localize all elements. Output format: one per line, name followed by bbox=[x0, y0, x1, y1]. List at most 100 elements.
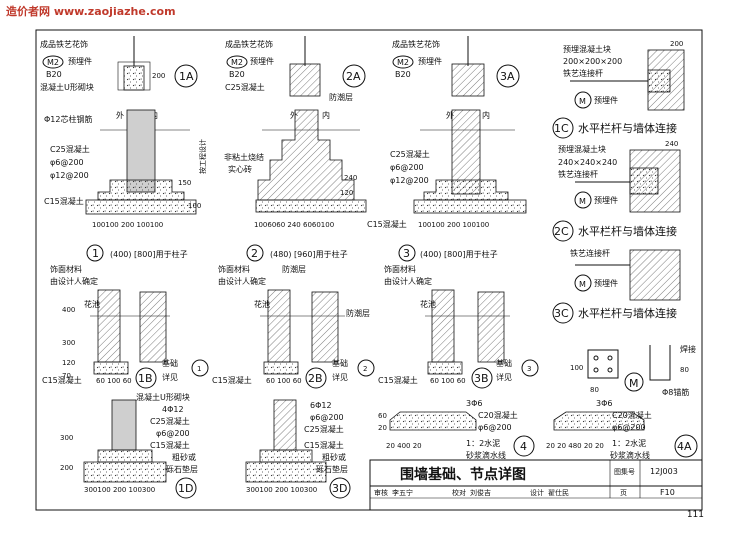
detail-1B: 饰面材料 由设计人确定 花池 400 300 120 70 C15混凝土 60 … bbox=[42, 264, 209, 389]
d1C-dim: 200 bbox=[670, 40, 683, 48]
d3B-tag: 3B bbox=[474, 372, 489, 385]
d1-bar: Φ12芯柱钢筋 bbox=[44, 114, 92, 124]
d2-num: 2 bbox=[251, 247, 258, 260]
dM-d80b: 80 bbox=[680, 366, 689, 374]
detail-3D: 6Φ12 φ6@200 C25混凝土 C15混凝土 粗砂或 砾石垫层 30010… bbox=[245, 399, 351, 499]
d3-dims: 100100 200 100100 bbox=[418, 221, 489, 229]
d4-d20: 20 bbox=[378, 424, 387, 432]
d2A-b20: B20 bbox=[229, 70, 245, 79]
d4A-dims: 20 20 480 20 20 bbox=[546, 442, 604, 450]
d1-design: 按工程设计 bbox=[198, 139, 207, 174]
d2B-refdetail: 详见 bbox=[332, 372, 348, 382]
d2B-flower: 花池 bbox=[254, 299, 270, 309]
d2-d120: 120 bbox=[340, 189, 353, 197]
d3D-s1: φ6@200 bbox=[310, 413, 344, 422]
d2A-tag: 2A bbox=[346, 70, 361, 83]
checker: 刘俊吉 bbox=[470, 488, 491, 497]
detail-1A: 成品铁艺花饰 M2 B20 预埋件 混凝土U形砌块 200 1A bbox=[40, 36, 198, 92]
d1D-d200: 200 bbox=[60, 464, 73, 472]
d3B-dims: 60 100 60 bbox=[430, 377, 466, 385]
d2C-embed2: 240×240×240 bbox=[558, 158, 617, 167]
dM-d80: 80 bbox=[590, 386, 599, 394]
d1-dims: 100100 200 100100 bbox=[92, 221, 163, 229]
d1-c15: C15混凝土 bbox=[44, 196, 84, 206]
d1-out: 外 bbox=[116, 110, 124, 120]
page-no: F10 bbox=[660, 488, 675, 497]
detail-1: Φ12芯柱钢筋 C25混凝土 φ6@200 φ12@200 C15混凝土 外 内… bbox=[44, 109, 207, 262]
d3D-dims: 300100 200 100300 bbox=[246, 486, 317, 494]
d4-top: 3Φ6 bbox=[466, 399, 482, 408]
d1-s1: φ6@200 bbox=[50, 158, 84, 167]
d1C-label: 水平栏杆与墙体连接 bbox=[578, 121, 677, 135]
d2A-m2: M2 bbox=[231, 58, 243, 67]
d3C-mnote: 预埋件 bbox=[594, 278, 618, 288]
d1C-tag: 1C bbox=[554, 122, 569, 135]
d2B-finish: 饰面材料 bbox=[218, 264, 250, 274]
d1B-dims: 60 100 60 bbox=[96, 377, 132, 385]
d3D-b1: 6Φ12 bbox=[310, 401, 332, 410]
d2C-embed3: 铁艺连接杆 bbox=[558, 169, 598, 179]
d1B-refdetail: 详见 bbox=[162, 372, 178, 382]
d1C-embed2: 200×200×200 bbox=[563, 57, 622, 66]
d3B-flower: 花池 bbox=[420, 299, 436, 309]
page-label: 页 bbox=[620, 489, 627, 497]
d3-out: 外 bbox=[446, 110, 454, 120]
designer: 翟仕民 bbox=[548, 488, 569, 497]
d1A-b20: B20 bbox=[46, 70, 62, 79]
d2B-tag: 2B bbox=[308, 372, 323, 385]
d1A-m2note: 预埋件 bbox=[68, 56, 92, 66]
d3A-m2: M2 bbox=[397, 58, 409, 67]
d3-c25: C25混凝土 bbox=[390, 149, 430, 159]
d1A-block: 混凝土U形砌块 bbox=[40, 82, 94, 92]
d3C-rod: 铁艺连接杆 bbox=[570, 248, 610, 258]
d3D-tag: 3D bbox=[332, 482, 347, 495]
d1D-sand: 粗砂或 bbox=[172, 452, 196, 462]
detail-2A: 成品铁艺花饰 M2 B20 预埋件 C25混凝土 防潮层 2A bbox=[225, 36, 366, 102]
detail-M: 100 80 焊接 80 Φ8锚筋 M bbox=[570, 344, 696, 397]
d2B-refnum: 2 bbox=[363, 365, 367, 373]
detail-4: 3Φ6 C20混凝土 φ6@200 60 20 20 400 20 1：2水泥 … bbox=[378, 399, 535, 460]
d4A-tag: 4A bbox=[677, 440, 692, 453]
d1-d150: 150 bbox=[178, 179, 191, 187]
d1D-s1: φ6@200 bbox=[156, 429, 190, 438]
d3A-railing: 成品铁艺花饰 bbox=[392, 39, 440, 49]
d1D-c25: C25混凝土 bbox=[150, 416, 190, 426]
d4A-mortar2: 砂浆滴水线 bbox=[610, 450, 650, 460]
detail-2: 外 内 非粘土烧结 实心砖 120 240 1006060 240 606010… bbox=[224, 109, 407, 262]
d1B-d70: 70 bbox=[62, 372, 71, 380]
d1B-finish2: 由设计人确定 bbox=[50, 276, 98, 286]
d1B-finish: 饰面材料 bbox=[50, 264, 82, 274]
d3B-refdetail: 详见 bbox=[496, 372, 512, 382]
d2A-moist: 防潮层 bbox=[329, 92, 353, 102]
review-label: 审核 bbox=[374, 488, 388, 497]
d3-in: 内 bbox=[482, 110, 490, 120]
d4-num: 4 bbox=[520, 440, 527, 453]
d4-mortar: 1：2水泥 bbox=[466, 438, 500, 448]
d1C-m: M bbox=[579, 97, 586, 106]
d1-c25: C25混凝土 bbox=[50, 144, 90, 154]
d1D-d300: 300 bbox=[60, 434, 73, 442]
d4A-mortar: 1：2水泥 bbox=[612, 438, 646, 448]
d1D-dims: 300100 200 100300 bbox=[84, 486, 155, 494]
title-block: 围墙基础、节点详图 图集号 12J003 审核 李五宁 校对 刘俊吉 设计 翟仕… bbox=[369, 459, 703, 511]
detail-3C: 铁艺连接杆 M 预埋件 3C 水平栏杆与墙体连接 bbox=[552, 248, 681, 324]
d3-caption: (400) [800]用于柱子 bbox=[420, 249, 498, 259]
atlas-no: 12J003 bbox=[650, 467, 678, 476]
d2A-m2note: 预埋件 bbox=[250, 56, 274, 66]
detail-3B: 饰面材料 由设计人确定 花池 C15混凝土 60 100 60 3B 基础 详见… bbox=[378, 264, 539, 389]
detail-4A: 3Φ6 C20混凝土 φ6@200 20 20 480 20 20 1：2水泥 … bbox=[546, 399, 698, 460]
dM-tag: M bbox=[629, 377, 639, 390]
d1B-flower: 花池 bbox=[84, 299, 100, 309]
d2B-ref: 基础 bbox=[332, 358, 348, 368]
d1D-sand2: 砾石垫层 bbox=[166, 464, 198, 474]
d4-dims: 20 400 20 bbox=[386, 442, 422, 450]
d4A-top: 3Φ6 bbox=[596, 399, 612, 408]
d2C-label: 水平栏杆与墙体连接 bbox=[578, 224, 677, 238]
d1D-tag: 1D bbox=[178, 482, 193, 495]
sheet-frame bbox=[35, 29, 703, 511]
d1-d100: 100 bbox=[188, 202, 201, 210]
d1B-refnum: 1 bbox=[197, 365, 201, 373]
sheet-title: 围墙基础、节点详图 bbox=[400, 466, 526, 483]
d2B-dims: 60 100 60 bbox=[266, 377, 302, 385]
